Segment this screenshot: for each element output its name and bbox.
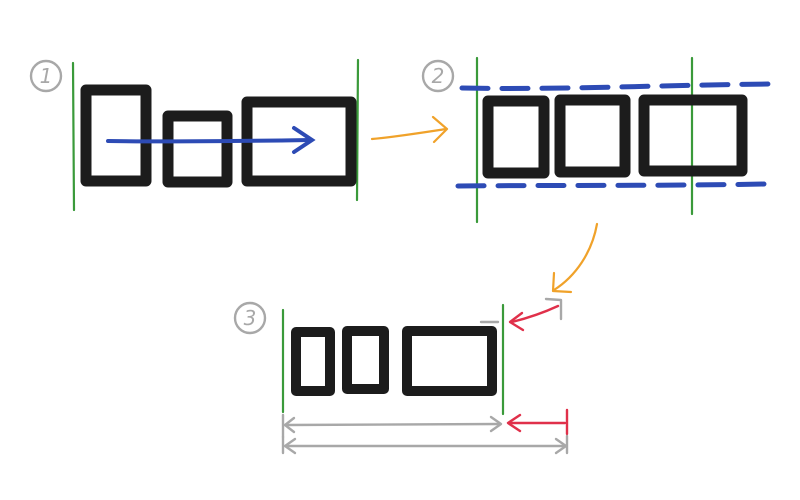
step-2-badge: 2 <box>421 59 455 93</box>
shrink-arrow-top-line <box>510 304 560 324</box>
step-1: 1 <box>29 58 360 212</box>
flow-arrow-2-line <box>552 222 599 292</box>
step-1-badge: 1 <box>29 59 63 93</box>
flow-arrow-1-line <box>370 127 448 141</box>
flow-arrow-2-to-3 <box>551 222 599 294</box>
shrink-arrow-bottom-head <box>506 413 522 433</box>
step-1-box-1 <box>80 84 152 187</box>
original-width-measure <box>281 434 569 455</box>
step-1-number: 1 <box>40 64 53 88</box>
step-1-box-2 <box>162 110 233 188</box>
step-3-badge: 3 <box>233 301 267 335</box>
main-axis-line <box>106 138 312 144</box>
flow-arrow-2-head <box>551 271 573 294</box>
step-3-circle <box>233 301 267 335</box>
step-1-right-boundary <box>355 58 360 202</box>
step-3: 3 <box>233 297 569 455</box>
main-axis-arrow <box>106 126 316 154</box>
step-1-circle <box>29 59 63 93</box>
step-2-box-3 <box>638 94 748 177</box>
final-width-line <box>284 422 502 427</box>
step-2-circle <box>421 59 455 93</box>
flow-arrow-1-head <box>431 115 449 144</box>
original-width-right-head <box>554 437 568 455</box>
shrink-indicator-top <box>479 297 563 332</box>
original-width-left-head <box>283 437 297 455</box>
top-corner-mark <box>544 297 563 321</box>
final-width-measure <box>281 413 503 439</box>
step-3-number: 3 <box>244 306 257 330</box>
step-2-number: 2 <box>432 64 445 88</box>
cross-end-line <box>455 181 769 189</box>
step-3-box-2 <box>342 326 389 394</box>
step-2-box-1 <box>482 95 550 179</box>
step-3-box-1 <box>291 327 335 396</box>
step-2-box-2 <box>554 94 631 178</box>
step-3-box-3 <box>402 326 497 396</box>
final-width-right-head <box>489 415 503 433</box>
step-2: 2 <box>421 56 775 224</box>
flow-arrow-1-to-2 <box>370 115 449 144</box>
cross-start-line <box>459 81 775 91</box>
main-axis-arrowhead <box>292 126 316 154</box>
shrink-arrow-top-head <box>508 311 525 332</box>
step-1-left-boundary <box>71 61 76 212</box>
final-width-left-head <box>283 416 296 434</box>
shrink-indicator-bottom <box>506 408 569 436</box>
